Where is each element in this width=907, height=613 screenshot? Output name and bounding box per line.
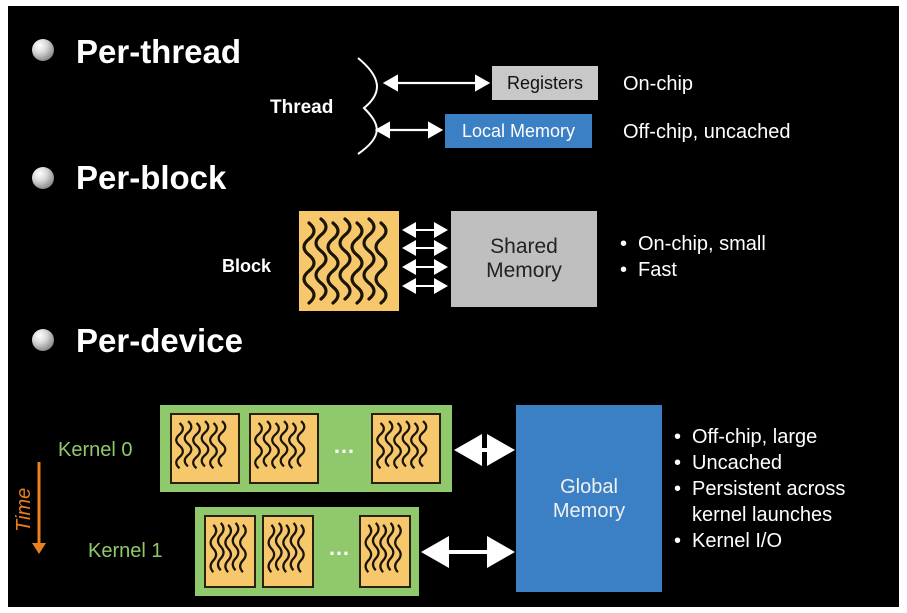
shared-memory-box: Shared Memory [451,211,597,307]
thread-block [249,413,319,484]
note-item: Off-chip, large [674,424,845,450]
shared-memory-label-line2: Memory [486,259,562,282]
global-memory-notes: Off-chip, large Uncached Persistent acro… [674,424,845,554]
note-item: Kernel I/O [674,528,845,554]
kernel1-group: … [195,507,419,596]
thread-label: Thread [270,97,334,118]
registers-label: Registers [506,73,584,93]
block-label: Block [222,256,272,276]
brace-icon [357,57,378,155]
ellipsis: … [328,535,351,560]
local-memory-box: Local Memory [445,114,592,148]
registers-box: Registers [492,66,598,100]
shared-memory-label-line1: Shared [490,235,558,258]
sphere-bullet-icon [32,329,54,351]
note-item: Persistent across [674,476,845,502]
local-memory-label: Local Memory [461,121,576,141]
connectors [32,57,515,568]
global-memory-box: Global Memory [516,405,662,592]
registers-note: On-chip [623,73,694,95]
note-item: kernel launches [692,504,833,526]
local-memory-note: Off-chip, uncached [623,121,791,143]
thread-block [359,515,411,588]
note-item: Fast [620,257,766,283]
heading-per-block: Per-block [76,159,227,196]
thread-block [204,515,256,588]
kernel0-label: Kernel 0 [58,439,133,461]
sphere-bullet-icon [32,167,54,189]
heading-per-thread: Per-thread [76,33,242,70]
wavy-threads-icon [209,522,247,574]
wavy-threads-icon [175,420,227,470]
wavy-threads-icon [364,522,402,574]
note-item: Uncached [674,450,845,476]
shared-memory-notes: On-chip, small Fast [620,231,766,283]
thread-block [371,413,441,484]
wavy-threads-icon [267,522,305,574]
global-memory-label-line2: Memory [552,499,626,522]
thread-block [262,515,314,588]
note-item: On-chip, small [620,231,766,257]
wavy-threads-icon [302,217,388,305]
time-arrow-head-icon [32,543,46,554]
kernel1-label: Kernel 1 [88,540,163,562]
sphere-bullet-icon [32,39,54,61]
slide: Per-thread Per-block Per-device Thread R… [8,6,899,607]
thread-block [170,413,240,484]
wavy-threads-icon [254,420,306,470]
ellipsis: … [333,433,356,458]
block-threads [299,211,399,311]
wavy-threads-icon [376,420,428,470]
kernel0-group: … [160,405,452,492]
global-memory-label-line1: Global [560,475,618,498]
heading-per-device: Per-device [76,322,243,359]
